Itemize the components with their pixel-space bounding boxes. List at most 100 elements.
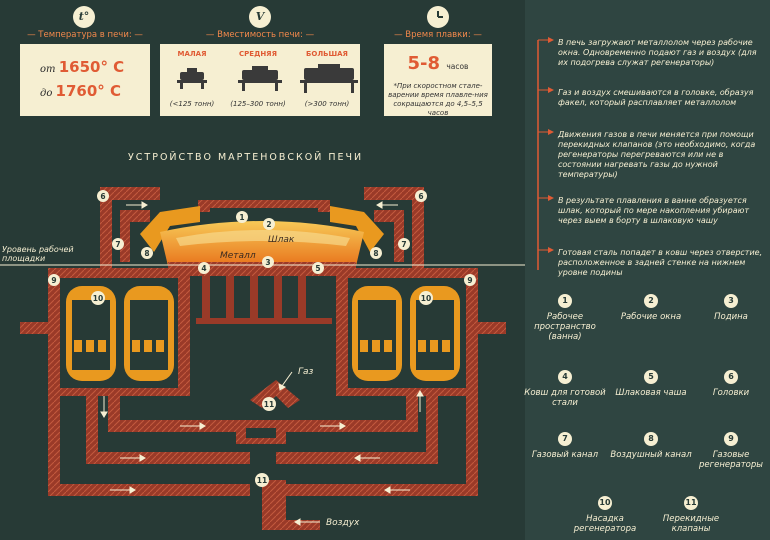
time-title: — Время плавки: — — [394, 30, 482, 40]
gas-inlet — [250, 380, 300, 408]
marker-7-right: 7 — [398, 238, 410, 250]
volume-icon: V — [249, 6, 271, 28]
housing-ledge-right — [476, 322, 506, 334]
gas-label: Газ — [298, 367, 314, 377]
housing-ledge-left — [20, 322, 50, 334]
platform-label-line2: площадки — [2, 254, 45, 263]
medium-furnace-icon — [238, 66, 282, 91]
furnace-bath — [160, 221, 364, 266]
air-label: Воздух — [326, 518, 360, 528]
time-note: *При скоростном стале-варении время плав… — [388, 82, 488, 117]
svg-text:5: 5 — [315, 264, 320, 273]
step-1: В печь загружают металлолом через рабочи… — [558, 38, 757, 67]
svg-text:6: 6 — [100, 192, 105, 201]
furnace-diagram: Уровень рабочей площадки Шлак Металл Газ… — [0, 187, 525, 530]
step-3: Движения газов в печи меняется при помощ… — [558, 130, 756, 179]
capacity-medium-range: (125–300 тонн) — [230, 100, 286, 108]
svg-text:11: 11 — [264, 400, 274, 409]
upper-ducts — [108, 392, 418, 432]
marker-9-left: 9 — [48, 274, 60, 286]
right-head-burner — [330, 206, 384, 252]
diagram-markers: 1 2 3 4 5 6 6 7 7 8 8 9 9 10 10 11 11 — [48, 190, 476, 487]
capacity-title: — Вместимость печи: — — [205, 30, 315, 40]
marker-8-left: 8 — [141, 247, 153, 259]
marker-11-top: 11 — [262, 397, 276, 411]
svg-text:2: 2 — [266, 220, 271, 229]
marker-6-right: 6 — [415, 190, 427, 202]
temperature-title: — Температура в печи: — — [27, 30, 143, 40]
platform-label-line1: Уровень рабочей — [2, 245, 74, 254]
clock-icon — [427, 6, 449, 28]
marker-11-bottom: 11 — [255, 473, 269, 487]
svg-text:4: 4 — [201, 264, 206, 273]
slag-layer — [176, 230, 350, 246]
gas-channel-left — [120, 210, 150, 262]
capacity-large-range: (>300 тонн) — [304, 100, 350, 108]
temperature-to: до 1760° С — [40, 82, 122, 100]
left-head-burner — [140, 206, 200, 252]
diagram-title: УСТРОЙСТВО МАРТЕНОВСКОЙ ПЕЧИ — [128, 152, 364, 163]
thermometer-icon: t° — [73, 6, 95, 28]
step-5: Готовая сталь попадет в ковш через отвер… — [558, 248, 763, 277]
capacity-card: МАЛАЯ СРЕДНЯЯ БОЛЬШАЯ (<125 тонн) (125–3… — [160, 44, 360, 116]
marker-7-left: 7 — [112, 238, 124, 250]
hearth-supports — [202, 276, 306, 320]
marker-5: 5 — [312, 262, 324, 274]
valve-box-inner — [246, 428, 276, 438]
marker-10-right: 10 — [419, 291, 433, 305]
marker-6-left: 6 — [97, 190, 109, 202]
clock-hands — [437, 11, 443, 18]
hearth-foundation — [196, 318, 332, 324]
time-card: 5-8 часов *При скоростном стале-варении … — [384, 44, 492, 117]
svg-text:7: 7 — [115, 240, 120, 249]
slag-label: Шлак — [268, 235, 295, 245]
svg-text:7: 7 — [401, 240, 406, 249]
capacity-large-label: БОЛЬШАЯ — [306, 50, 348, 58]
info-panel — [525, 0, 770, 540]
capacity-medium-label: СРЕДНЯЯ — [239, 50, 277, 58]
step-4: В результате плавления в ванне образуетс… — [558, 196, 749, 225]
svg-text:1: 1 — [239, 213, 244, 222]
svg-text:8: 8 — [144, 249, 149, 258]
regenerator-checkers — [66, 286, 460, 381]
svg-text:6: 6 — [418, 192, 423, 201]
marker-8-right: 8 — [370, 247, 382, 259]
marker-2: 2 — [263, 218, 275, 230]
marker-10-left: 10 — [91, 291, 105, 305]
svg-text:10: 10 — [93, 294, 103, 303]
gas-channel-right — [374, 210, 404, 262]
lower-ducts — [86, 392, 438, 464]
time-value: 5-8 часов — [407, 53, 469, 74]
metal-label: Металл — [220, 251, 256, 261]
temperature-card: от 1650° С до 1760° С — [20, 44, 150, 116]
svg-text:9: 9 — [467, 276, 472, 285]
furnace-roof — [198, 200, 330, 212]
marker-1: 1 — [236, 211, 248, 223]
svg-text:9: 9 — [51, 276, 56, 285]
capacity-small-label: МАЛАЯ — [177, 50, 207, 58]
svg-text:10: 10 — [421, 294, 431, 303]
hearth — [168, 262, 356, 276]
svg-text:3: 3 — [265, 258, 270, 267]
svg-text:8: 8 — [373, 249, 378, 258]
regenerator-bricks — [74, 340, 450, 352]
svg-text:11: 11 — [257, 476, 267, 485]
air-inlet — [262, 480, 320, 530]
flow-arrows — [100, 201, 424, 526]
large-furnace-icon — [300, 64, 358, 93]
temperature-from: от 1650° С — [40, 58, 125, 76]
marker-3: 3 — [262, 256, 274, 268]
lower-ducts-outer — [48, 392, 478, 496]
small-furnace-icon — [177, 68, 207, 89]
regenerator-grid — [72, 300, 454, 370]
